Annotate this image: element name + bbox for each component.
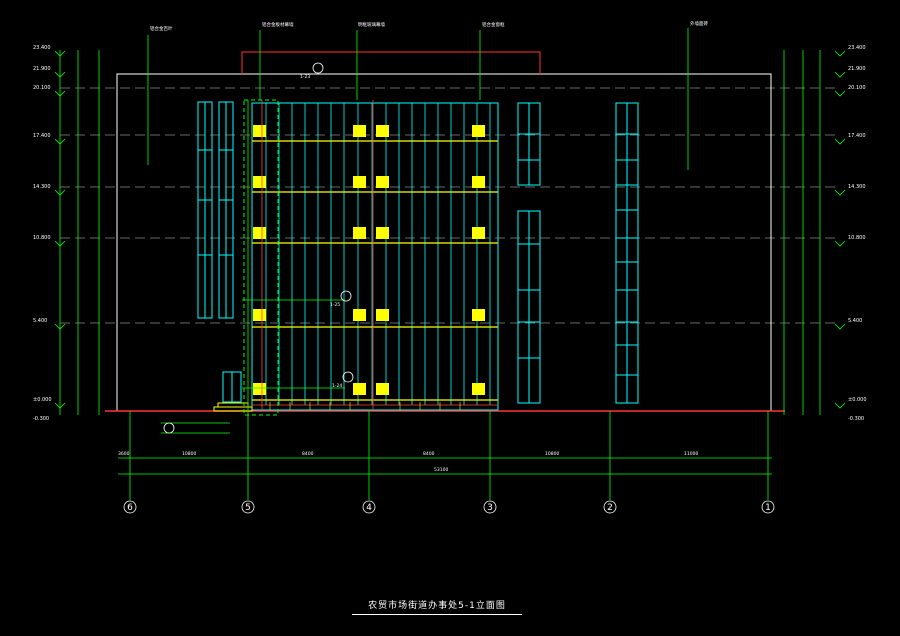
- axis-bubbles: 6 5 4 3 2 1: [123, 500, 775, 514]
- callout-1: 铝合金板材幕墙: [262, 21, 294, 28]
- level-left-7: ±0.000: [33, 397, 52, 403]
- level-right-7: ±0.000: [848, 397, 867, 403]
- entrance: [213, 99, 279, 416]
- drawing-title-underline: [352, 614, 522, 615]
- level-left-8: -0.300: [33, 416, 49, 422]
- level-right-8: -0.300: [848, 416, 864, 422]
- right-windows: [517, 102, 639, 404]
- callout-0: 铝合金百叶: [150, 25, 173, 32]
- level-triangles: [54, 50, 846, 409]
- axis-label-6: 6: [127, 503, 133, 513]
- bay-dim-2: 8400: [302, 451, 314, 457]
- bay-dim-1: 10800: [182, 451, 196, 457]
- axis-label-3: 3: [487, 503, 493, 513]
- bay-dim-0: 3600: [118, 451, 130, 457]
- curtain-wall: [251, 100, 499, 411]
- bay-dim-3: 8400: [423, 451, 435, 457]
- level-right-3: 17.400: [848, 133, 866, 139]
- callout-2: 明框玻璃幕墙: [358, 21, 385, 28]
- bay-dim-4: 10800: [545, 451, 559, 457]
- section-mark-0: 1-23: [300, 74, 310, 80]
- level-right-2: 20.100: [848, 85, 866, 91]
- level-markers-left: 23.400 21.900 20.100 17.400 14.300 10.80…: [33, 45, 52, 422]
- callout-notes: 铝合金百叶 铝合金板材幕墙 明框玻璃幕墙 铝合金窗框 外墙面砖: [150, 20, 708, 32]
- level-left-0: 23.400: [33, 45, 51, 51]
- axis-label-5: 5: [245, 503, 251, 513]
- section-mark-2: 1-24: [332, 383, 342, 389]
- total-dimension: 53100: [434, 467, 448, 473]
- level-right-1: 21.900: [848, 66, 866, 72]
- axis-label-1: 1: [765, 503, 771, 513]
- level-right-5: 10.800: [848, 235, 866, 241]
- bay-dimensions: 3600 10800 8400 8400 10800 11000 53100: [118, 451, 698, 473]
- callout-4: 外墙面砖: [690, 20, 708, 27]
- level-left-3: 17.400: [33, 133, 51, 139]
- callout-3: 铝合金窗框: [482, 21, 505, 28]
- axis-label-4: 4: [366, 503, 372, 513]
- level-right-4: 14.300: [848, 184, 866, 190]
- drawing-title: 农贸市场街道办事处5-1立面图: [368, 601, 506, 611]
- bay-dim-5: 11000: [684, 451, 698, 457]
- level-left-5: 10.800: [33, 235, 51, 241]
- section-mark-1: 1-25: [330, 302, 340, 308]
- level-left-6: 5.400: [33, 318, 47, 324]
- section-marks: 1-23 1-25 1-24: [163, 62, 354, 434]
- level-right-0: 23.400: [848, 45, 866, 51]
- dimension-lines: [59, 28, 821, 500]
- level-right-6: 5.400: [848, 318, 862, 324]
- level-left-4: 14.300: [33, 184, 51, 190]
- level-left-2: 20.100: [33, 85, 51, 91]
- level-left-1: 21.900: [33, 66, 51, 72]
- level-markers-right: 23.400 21.900 20.100 17.400 14.300 10.80…: [848, 45, 867, 422]
- left-strip-windows: [197, 101, 234, 319]
- axis-label-2: 2: [607, 503, 613, 513]
- level-gridlines: [60, 87, 840, 324]
